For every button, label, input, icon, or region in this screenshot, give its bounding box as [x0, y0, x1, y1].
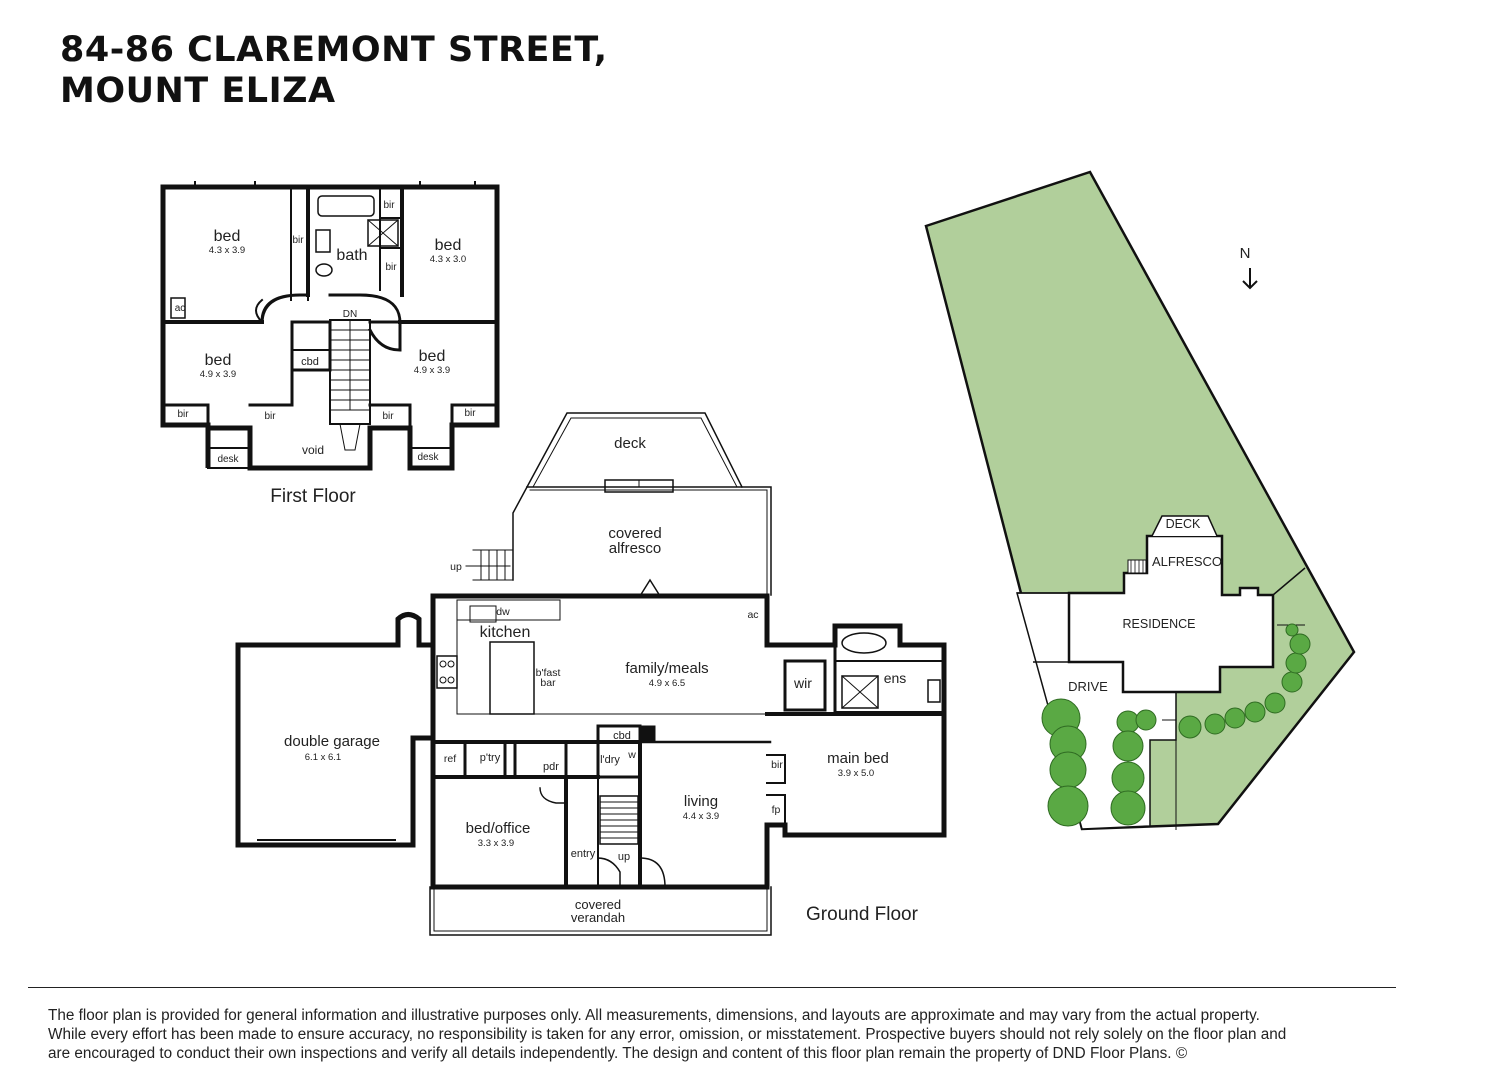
fixture-label: bir	[177, 409, 189, 420]
room-dims: 3.3 x 3.9	[478, 838, 514, 849]
first-floor-labels: bed 4.3 x 3.9 bed 4.3 x 3.0 bed 4.9 x 3.…	[175, 200, 477, 507]
fixture-label: DN	[343, 309, 357, 320]
site-label: DRIVE	[1068, 679, 1108, 694]
residence-outline	[1067, 534, 1275, 694]
room-dims: 4.3 x 3.9	[209, 245, 245, 256]
disclaimer-text: The floor plan is provided for general i…	[48, 1006, 1458, 1063]
first-floor-plan	[160, 181, 500, 471]
fixture-label: ac	[747, 609, 758, 621]
north-label: N	[1240, 245, 1251, 262]
room-label: alfresco	[609, 540, 662, 557]
room-label: bed/office	[466, 820, 531, 837]
room-label: kitchen	[480, 624, 531, 641]
fixture-label: pdr	[543, 761, 559, 773]
site-label: ALFRESCO	[1152, 554, 1222, 569]
room-dims: 4.9 x 3.9	[200, 369, 236, 380]
room-label: wir	[793, 675, 812, 691]
room-dims: 4.3 x 3.0	[430, 254, 466, 265]
disclaimer-line-last: are encouraged to conduct their own insp…	[48, 1044, 1458, 1063]
north-arrow-icon	[1242, 268, 1258, 290]
fixture-label: entry	[571, 848, 596, 860]
copyright-icon: ©	[1175, 1045, 1188, 1062]
footer-divider	[28, 987, 1396, 988]
fixture-label: fp	[772, 804, 781, 816]
room-dims: 4.4 x 3.9	[683, 811, 719, 822]
address-street: 84-86 CLAREMONT STREET,	[60, 30, 608, 70]
site-plan: N DECK ALFRESCO RESIDENCE DRIVE	[924, 170, 1356, 831]
fixture-label: ac	[175, 303, 186, 314]
fixture-label: bir	[292, 235, 304, 246]
fixture-label: w	[627, 749, 636, 761]
fixture-label: bir	[382, 411, 394, 422]
room-label: ens	[884, 670, 907, 686]
disclaimer-line: are encouraged to conduct their own insp…	[48, 1045, 1172, 1062]
site-label: RESIDENCE	[1123, 617, 1196, 631]
fixture-label: cbd	[301, 356, 319, 368]
fixture-label: bir	[464, 408, 476, 419]
fixture-label: void	[302, 443, 324, 457]
disclaimer-line: While every effort has been made to ensu…	[48, 1026, 1287, 1043]
disclaimer-line: The floor plan is provided for general i…	[48, 1007, 1260, 1024]
first-floor-caption: First Floor	[270, 486, 356, 507]
fixture-label: cbd	[613, 730, 631, 742]
site-deck	[1151, 515, 1218, 537]
fixture-label: bir	[264, 411, 276, 422]
fixture-label: bir	[383, 200, 395, 211]
room-label: bed	[435, 237, 462, 254]
fixture-label: bar	[540, 677, 556, 689]
room-label: covered	[608, 525, 661, 542]
fixture-label: l'dry	[600, 754, 620, 766]
fixture-label: desk	[217, 454, 239, 465]
room-dims: 6.1 x 6.1	[305, 752, 341, 763]
tree-group	[1041, 623, 1311, 827]
room-label: family/meals	[625, 660, 708, 677]
fixture-label: bir	[385, 262, 397, 273]
room-label: double garage	[284, 733, 380, 750]
ground-floor-caption: Ground Floor	[806, 904, 919, 925]
fixture-label: up	[618, 851, 630, 863]
room-label: covered	[575, 897, 621, 912]
room-label: bed	[419, 348, 446, 365]
room-label: bath	[336, 247, 367, 264]
room-dims: 3.9 x 5.0	[838, 768, 874, 779]
fixture-label: up	[450, 561, 462, 573]
room-label: bed	[214, 228, 241, 245]
fixture-label: dw	[496, 606, 510, 618]
address-suburb: MOUNT ELIZA	[60, 71, 336, 111]
fixture-label: ref	[444, 753, 456, 765]
site-label: DECK	[1166, 517, 1201, 531]
fixture-label: b'fast	[536, 667, 561, 679]
room-dims: 4.9 x 3.9	[414, 365, 450, 376]
fixture-label: p'try	[480, 752, 501, 764]
fixture-label: bir	[771, 759, 783, 771]
fixture-label: desk	[417, 452, 439, 463]
room-label: living	[684, 793, 718, 810]
ground-floor-labels: deck covered alfresco kitchen family/mea…	[284, 435, 919, 925]
property-address-title: 84-86 CLAREMONT STREET, MOUNT ELIZA	[60, 30, 608, 112]
ground-floor-plan	[235, 412, 947, 936]
room-label: main bed	[827, 750, 889, 767]
room-label: bed	[205, 352, 232, 369]
room-label: verandah	[571, 910, 625, 925]
room-label: deck	[614, 435, 646, 452]
room-dims: 4.9 x 6.5	[649, 678, 685, 689]
